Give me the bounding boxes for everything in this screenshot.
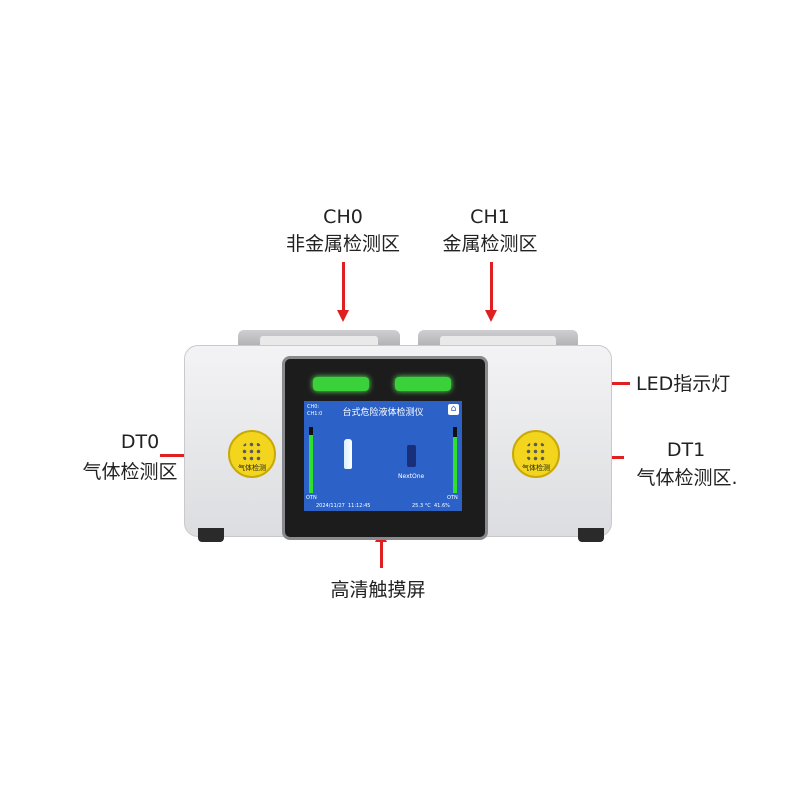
screen-time: 11:12:45 [348, 503, 371, 509]
sensor-grille-icon [241, 441, 263, 463]
screen-ch1-status: CH1:0 [307, 411, 323, 417]
screen-date: 2024/11/27 [316, 503, 345, 509]
bottle-icon [344, 439, 352, 469]
led-indicator-left [313, 377, 369, 391]
dt1-gas-sensor: 气体检测 [512, 430, 560, 478]
dt1-sensor-label: 气体检测 [522, 464, 550, 472]
sensor-grille-icon [525, 441, 547, 463]
screen-temperature: 25.3 °C [412, 503, 431, 509]
left-level-bar [309, 427, 313, 493]
dt0-name-label: 气体检测区 [82, 461, 178, 483]
dt0-sensor-label: 气体检测 [238, 464, 266, 472]
screen-ch0-status: CH0: [307, 404, 320, 410]
touch-screen[interactable]: CH0: CH1:0 台式危险液体检测仪 ⌂ OTN OTN NextOne 2… [304, 401, 462, 511]
led-indicator-right [395, 377, 451, 391]
device-foot-left [198, 528, 224, 542]
dt0-gas-sensor: 气体检测 [228, 430, 276, 478]
can-brand-text: NextOne [398, 473, 425, 480]
can-icon [407, 445, 416, 467]
ch0-name-label: 非金属检测区 [285, 233, 400, 255]
ch1-code-label: CH1 [470, 206, 510, 228]
left-bar-label: OTN [306, 495, 317, 501]
right-bar-label: OTN [447, 495, 458, 501]
left-level-fill [309, 434, 313, 493]
ch1-name-label: 金属检测区 [442, 233, 538, 255]
led-label: LED指示灯 [636, 373, 731, 395]
ch1-arrow [490, 262, 493, 312]
dt1-name-label: 气体检测区. [636, 467, 738, 489]
screen-humidity: 41.6% [434, 503, 450, 509]
dt1-code-label: DT1 [666, 439, 706, 461]
ch0-code-label: CH0 [323, 206, 363, 228]
ch0-arrow-tip [337, 310, 349, 322]
screen-arrow [380, 540, 383, 568]
screen-title: 台式危险液体检测仪 [342, 408, 424, 418]
ch1-arrow-tip [485, 310, 497, 322]
home-icon[interactable]: ⌂ [448, 404, 459, 415]
screen-bezel: CH0: CH1:0 台式危险液体检测仪 ⌂ OTN OTN NextOne 2… [282, 356, 488, 540]
right-level-bar [453, 427, 457, 493]
ch0-arrow [342, 262, 345, 312]
right-level-fill [453, 436, 457, 493]
device-foot-right [578, 528, 604, 542]
dt0-code-label: DT0 [120, 431, 160, 453]
screen-label: 高清触摸屏 [330, 579, 426, 601]
